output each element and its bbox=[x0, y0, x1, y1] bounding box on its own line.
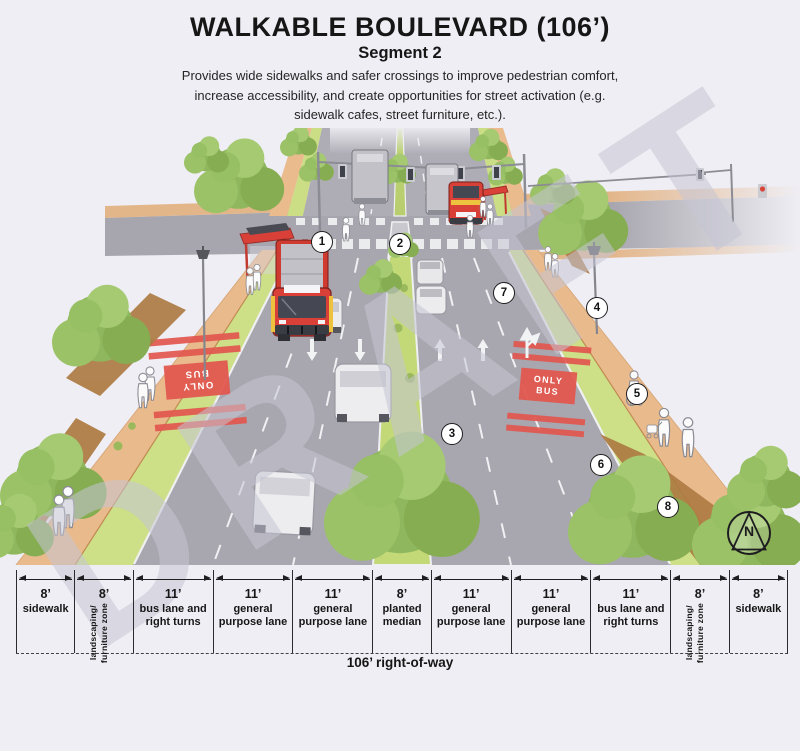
svg-text:BUS: BUS bbox=[184, 367, 209, 380]
dimension-arrow bbox=[135, 575, 211, 582]
dim-segment-sidewalk-right: 8’ sidewalk bbox=[728, 570, 787, 653]
car-front-near bbox=[252, 470, 316, 536]
bus-right bbox=[448, 181, 484, 225]
dimension-arrow bbox=[593, 575, 669, 582]
callout-1: 1 bbox=[311, 231, 333, 253]
car-front-mid bbox=[334, 363, 392, 423]
north-compass: N bbox=[726, 510, 772, 556]
street-illustration: ONLY BUS ONLY BUS bbox=[0, 32, 800, 693]
svg-text:ONLY: ONLY bbox=[181, 379, 213, 393]
dim-segment-landscaping-left: 8’ landscaping/ furniture zone bbox=[74, 570, 132, 663]
callout-6: 6 bbox=[590, 454, 612, 476]
callout-2: 2 bbox=[389, 233, 411, 255]
svg-text:ONLY: ONLY bbox=[533, 374, 563, 387]
segment-subtitle: Segment 2 bbox=[358, 44, 442, 62]
sidewalk-right bbox=[523, 250, 787, 565]
lane-arrows bbox=[306, 326, 541, 361]
box-truck-far-left bbox=[351, 149, 389, 204]
street-scene-svg: ONLY BUS ONLY BUS bbox=[0, 128, 800, 565]
north-arrow-icon bbox=[727, 511, 771, 555]
car-rear-1 bbox=[416, 259, 444, 285]
dimension-arrow bbox=[433, 575, 509, 582]
page-title: WALKABLE BOULEVARD (106’) bbox=[189, 12, 611, 42]
dimension-arrow bbox=[673, 575, 728, 582]
car-rear-2 bbox=[415, 285, 447, 315]
compass-n-label: N bbox=[743, 523, 755, 539]
dim-segment-landscaping-right: 8’ landscaping/ furniture zone bbox=[670, 570, 728, 663]
dimension-arrow bbox=[731, 575, 786, 582]
callout-3: 3 bbox=[441, 423, 463, 445]
dimension-arrow bbox=[77, 575, 132, 582]
dim-segment-gp-lane-2: 11’ general purpose lane bbox=[292, 570, 372, 653]
description-text: Provides wide sidewalks and safer crossi… bbox=[181, 68, 619, 122]
dimension-arrow bbox=[215, 575, 291, 582]
cross-section-dimensions: 8’ sidewalk 8’ landscaping/ furniture zo… bbox=[16, 570, 788, 663]
dim-segment-bus-lane-left: 11’ bus lane and right turns bbox=[132, 570, 213, 653]
dim-segment-gp-lane-3: 11’ general purpose lane bbox=[430, 570, 511, 653]
bus-only-marking-right: ONLY BUS bbox=[505, 340, 592, 438]
dimension-arrow bbox=[375, 575, 430, 582]
right-of-way-label: 106’ right-of-way bbox=[346, 655, 454, 670]
dim-segment-gp-lane-4: 11’ general purpose lane bbox=[510, 570, 591, 653]
dim-segment-bus-lane-right: 11’ bus lane and right turns bbox=[590, 570, 670, 653]
svg-text:BUS: BUS bbox=[536, 385, 560, 397]
callout-5: 5 bbox=[626, 383, 648, 405]
bus-left bbox=[271, 239, 333, 341]
bus-only-marking-left: ONLY BUS bbox=[147, 332, 247, 432]
dim-segment-gp-lane-1: 11’ general purpose lane bbox=[212, 570, 293, 653]
lamp-post-right bbox=[587, 242, 601, 335]
lamp-post-left bbox=[196, 246, 210, 381]
dim-segment-sidewalk-left: 8’ sidewalk bbox=[16, 570, 74, 653]
callout-4: 4 bbox=[586, 297, 608, 319]
bus-lane-arrow bbox=[519, 326, 541, 358]
person-with-stroller bbox=[646, 407, 671, 447]
callout-8: 8 bbox=[657, 496, 679, 518]
dimension-arrow bbox=[295, 575, 371, 582]
dim-segment-planted-median: 8’ planted median bbox=[372, 570, 430, 653]
landscaping-strip-left bbox=[75, 250, 291, 565]
traffic-signal-right bbox=[445, 153, 767, 229]
callout-7: 7 bbox=[493, 282, 515, 304]
dimension-arrow bbox=[19, 575, 73, 582]
lane-markings bbox=[212, 257, 592, 565]
dimension-arrow bbox=[513, 575, 589, 582]
